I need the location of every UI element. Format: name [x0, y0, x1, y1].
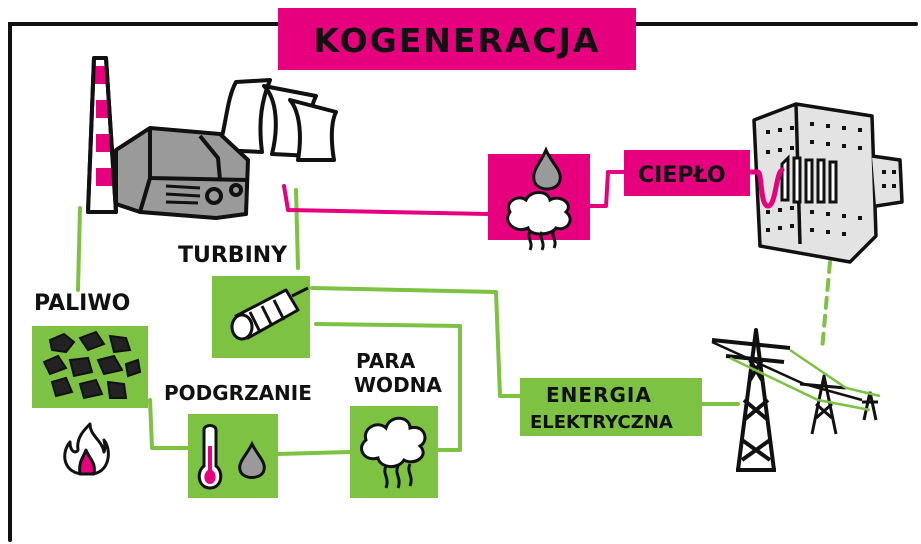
title-text: KOGENERACJA — [314, 21, 601, 60]
connectors — [76, 170, 832, 456]
thermometer-icon — [197, 424, 223, 490]
energia-box — [520, 378, 702, 436]
steam-icon — [360, 416, 427, 489]
power-lines — [711, 340, 881, 412]
building-windows — [766, 122, 896, 236]
cieplo-label: CIEPŁO — [638, 163, 726, 188]
pylon-small-far — [862, 391, 878, 421]
heat-pipe — [747, 167, 785, 209]
radiator-icon — [780, 154, 838, 204]
turbiny-label: TURBINY — [178, 243, 288, 268]
paliwo-label: PALIWO — [34, 291, 130, 316]
heat-drop-icon — [532, 146, 562, 191]
turbine-icon — [230, 286, 309, 341]
connector-turbiny-energia — [310, 286, 522, 398]
connector-podgrzanie-para — [276, 450, 352, 456]
coal-icon — [42, 330, 142, 400]
energia-label-line1: ENERGIA — [546, 383, 652, 407]
power-pylon-icon — [711, 328, 791, 472]
connector-building-tower — [820, 260, 832, 352]
frame — [8, 22, 918, 542]
title-banner — [278, 8, 636, 70]
para-label-line1: PARA — [356, 349, 416, 373]
connector-para-turbiny — [314, 322, 462, 452]
cieplo-box — [624, 150, 750, 196]
connector-plant-heat — [282, 184, 490, 216]
building-icon — [752, 102, 904, 264]
flame-icon — [63, 422, 110, 476]
connector-turbiny-plant — [294, 188, 300, 270]
connector-plant-paliwo — [76, 206, 82, 292]
para-label-line2: WODNA — [354, 373, 442, 397]
water-drop-icon — [238, 440, 266, 479]
energia-label-line2: ELEKTRYCZNA — [530, 412, 673, 433]
power-plant-icon — [86, 56, 338, 220]
connector-heat-cieplo — [588, 170, 626, 208]
podgrzanie-label: PODGRZANIE — [164, 381, 312, 405]
heat-steam-icon — [506, 191, 572, 251]
connector-paliwo-podgrzanie — [148, 398, 190, 450]
